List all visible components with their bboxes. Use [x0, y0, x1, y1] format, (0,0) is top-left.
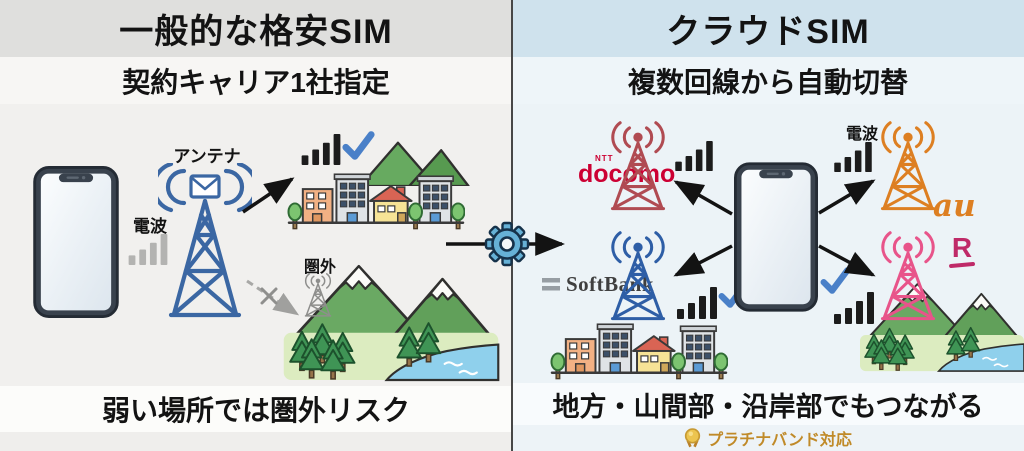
- cheap-sim-panel: 一般的な格安SIM 契約キャリア1社指定 電波 アンテナ 圏外 弱い場所では圏外…: [0, 0, 512, 451]
- left-subtitle: 契約キャリア1社指定: [122, 66, 390, 98]
- out-of-area-label: 圏外: [303, 259, 336, 276]
- rakuten-label: R: [951, 232, 973, 263]
- right-caption-strip: 地方・山間部・沿岸部でもつながる: [512, 383, 1024, 425]
- docomo-tower-icon: [604, 120, 672, 214]
- left-subtitle-row: 契約キャリア1社指定: [0, 57, 512, 104]
- signal-bars-icon: [834, 142, 872, 172]
- rakuten-logo: R: [948, 232, 976, 268]
- right-panel-title: クラウドSIM: [666, 13, 870, 51]
- base-station-mail-icon: [158, 163, 252, 321]
- right-panel-header: クラウドSIM: [512, 0, 1024, 57]
- left-caption-strip: 弱い場所では圏外リスク: [0, 386, 512, 432]
- ntt-label: NTT: [595, 154, 614, 163]
- signal-check-icon: [820, 267, 851, 294]
- signal-bars-icon: [834, 292, 874, 324]
- platinum-band-badge: プラチナバンド対応: [512, 425, 1024, 451]
- right-subtitle-row: 複数回線から自動切替: [512, 57, 1024, 104]
- left-caption: 弱い場所では圏外リスク: [101, 395, 410, 426]
- left-panel-header: 一般的な格安SIM: [0, 0, 512, 57]
- left-panel-title: 一般的な格安SIM: [119, 13, 393, 51]
- out-of-area-antenna-icon: [301, 273, 335, 318]
- signal-bars-icon: [677, 287, 717, 319]
- signal-bars-icon: [301, 134, 341, 165]
- left-bottom-strip: [0, 432, 512, 451]
- smartphone-icon: [734, 158, 818, 316]
- au-logo: au: [933, 188, 976, 224]
- smartphone-icon: [33, 166, 119, 318]
- town-illustration: [287, 164, 465, 230]
- softbank-bars-icon: [542, 278, 560, 291]
- arrow-to-softbank-icon: [673, 244, 733, 277]
- platinum-band-label: プラチナバンド対応: [707, 432, 852, 449]
- medal-icon: [684, 428, 701, 448]
- au-tower-icon: [874, 120, 942, 214]
- rakuten-underline: [948, 261, 976, 268]
- right-caption: 地方・山間部・沿岸部でもつながる: [552, 391, 984, 422]
- cloud-sim-panel: クラウドSIM 複数回線から自動切替 NTT docomo 電波 au Soft…: [512, 0, 1024, 451]
- conversion-overlay: [446, 221, 565, 267]
- signal-check-icon: [342, 131, 375, 160]
- rakuten-tower-icon: [874, 230, 942, 324]
- gear-icon: [484, 221, 530, 267]
- signal-label: 電波: [133, 217, 167, 236]
- softbank-tower-icon: [604, 230, 672, 324]
- right-subtitle: 複数回線から自動切替: [627, 66, 908, 98]
- signal-label: 電波: [845, 126, 878, 143]
- cross-icon: [260, 287, 278, 305]
- signal-bars-icon: [675, 141, 713, 171]
- antenna-label: アンテナ: [173, 147, 241, 166]
